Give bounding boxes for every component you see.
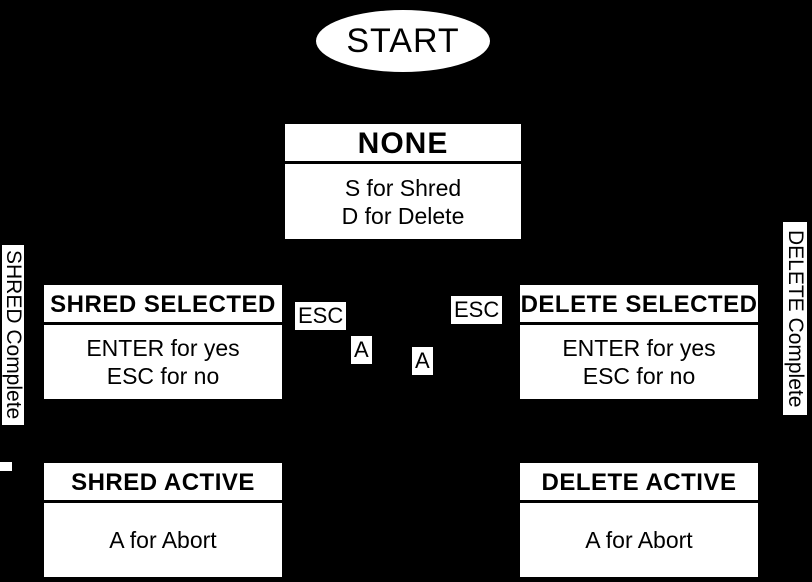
state-shred-active: SHRED ACTIVE A for Abort xyxy=(44,463,282,577)
start-node-label: START xyxy=(346,21,460,60)
state-delete-selected-body: ENTER for yes ESC for no xyxy=(520,325,758,399)
edge-label-esc-right: ESC xyxy=(451,296,503,324)
state-none: NONE S for Shred D for Delete xyxy=(285,124,521,239)
edge-label-shred-complete: SHRED Complete xyxy=(2,245,25,425)
state-shred-active-body-line: A for Abort xyxy=(109,527,217,553)
state-none-body: S for Shred D for Delete xyxy=(285,164,521,239)
state-shred-selected-body-line: ENTER for yes xyxy=(86,335,240,361)
state-none-title: NONE xyxy=(285,124,521,164)
start-node: START xyxy=(316,10,490,72)
state-shred-selected-title: SHRED SELECTED xyxy=(44,285,282,325)
state-delete-selected-title: DELETE SELECTED xyxy=(520,285,758,325)
state-shred-active-title: SHRED ACTIVE xyxy=(44,463,282,503)
state-delete-selected: DELETE SELECTED ENTER for yes ESC for no xyxy=(520,285,758,399)
state-delete-active-title: DELETE ACTIVE xyxy=(520,463,758,503)
state-shred-selected-body: ENTER for yes ESC for no xyxy=(44,325,282,399)
state-delete-active-body-line: A for Abort xyxy=(585,527,693,553)
edge-label-delete-complete: DELETE Complete xyxy=(783,222,807,415)
edge-label-a-left: A xyxy=(351,336,372,364)
state-delete-selected-body-line: ESC for no xyxy=(582,363,696,389)
state-shred-selected-body-line: ESC for no xyxy=(106,363,220,389)
state-delete-selected-body-line: ENTER for yes xyxy=(562,335,716,361)
state-shred-selected: SHRED SELECTED ENTER for yes ESC for no xyxy=(44,285,282,399)
edge-label-a-right: A xyxy=(412,347,433,375)
state-none-body-line: S for Shred xyxy=(344,174,462,201)
state-shred-active-body: A for Abort xyxy=(44,503,282,577)
clipped-label-fragment xyxy=(0,462,12,471)
state-none-body-line: D for Delete xyxy=(341,202,465,229)
edge-label-esc-left: ESC xyxy=(295,302,347,330)
state-delete-active-body: A for Abort xyxy=(520,503,758,577)
state-delete-active: DELETE ACTIVE A for Abort xyxy=(520,463,758,577)
